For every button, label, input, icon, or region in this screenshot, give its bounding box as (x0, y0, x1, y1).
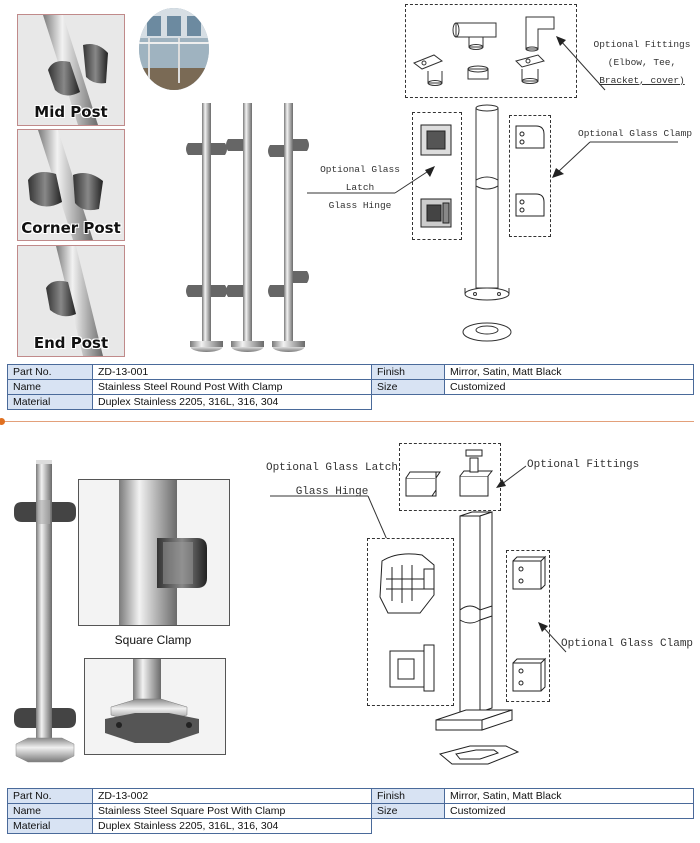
installed-railing-photo (139, 8, 209, 90)
material-value: Duplex Stainless 2205, 316L, 316, 304 (92, 394, 372, 410)
table-row: Material Duplex Stainless 2205, 316L, 31… (7, 818, 694, 834)
section-divider (0, 421, 694, 422)
glass-clamp-callout-arrow (552, 141, 678, 178)
latch-callout-text-2: Optional Glass Latch Glass Hinge (262, 456, 402, 504)
mid-post-label: Mid Post (34, 103, 108, 121)
square-base-closeup (84, 658, 226, 755)
material-label-2: Material (7, 818, 93, 834)
empty-cell-2 (371, 818, 694, 834)
finish-value-2: Mirror, Satin, Matt Black (444, 788, 694, 804)
fittings-callout-text-2: Optional Fittings (527, 459, 640, 471)
square-clamp-label: Square Clamp (114, 633, 192, 647)
latch-callout-line2: Glass Hinge (328, 200, 392, 211)
mid-post-thumbnail: Mid Post (17, 14, 125, 126)
fittings-box (405, 4, 577, 98)
name-value: Stainless Steel Round Post With Clamp (92, 379, 372, 395)
section-divider-dot (0, 418, 5, 425)
fittings-callout-line3: Bracket, cover) (599, 75, 685, 86)
finish-label-2: Finish (371, 788, 445, 804)
spec-table-round-post: Part No. ZD-13-001 Finish Mirror, Satin,… (7, 364, 694, 410)
empty-cell (371, 394, 694, 410)
finish-value: Mirror, Satin, Matt Black (444, 364, 694, 380)
size-label: Size (371, 379, 445, 395)
table-row: Part No. ZD-13-002 Finish Mirror, Satin,… (7, 788, 694, 804)
material-value-2: Duplex Stainless 2205, 316L, 316, 304 (92, 818, 372, 834)
fittings-box-2 (399, 443, 501, 511)
glass-clamp-box (509, 115, 551, 237)
table-row: Name Stainless Steel Round Post With Cla… (7, 379, 694, 395)
square-post-product-image (14, 460, 76, 763)
part-no-label: Part No. (7, 364, 93, 380)
size-value: Customized (444, 379, 694, 395)
table-row: Name Stainless Steel Square Post With Cl… (7, 803, 694, 819)
part-no-value-2: ZD-13-002 (92, 788, 372, 804)
latch-callout-text: Optional Glass Latch Glass Hinge (308, 161, 412, 215)
corner-post-label: Corner Post (21, 219, 121, 237)
name-label-2: Name (7, 803, 93, 819)
part-no-value: ZD-13-001 (92, 364, 372, 380)
latch-callout2-line1: Optional Glass Latch (265, 462, 399, 474)
latch-hinge-box-2 (367, 538, 454, 706)
fittings-callout-line2: (Elbow, Tee, (607, 57, 677, 68)
size-value-2: Customized (444, 803, 694, 819)
glass-clamp-callout-arrow-2 (538, 622, 567, 653)
square-clamp-closeup (78, 479, 230, 626)
table-row: Material Duplex Stainless 2205, 316L, 31… (7, 394, 694, 410)
finish-label: Finish (371, 364, 445, 380)
latch-callout2-line2: Glass Hinge (295, 486, 369, 498)
round-posts-product-image (186, 103, 309, 352)
glass-clamp-callout-text: Optional Glass Clamp (578, 128, 693, 139)
material-label: Material (7, 394, 93, 410)
size-label-2: Size (371, 803, 445, 819)
glass-clamp-callout-text-2: Optional Glass Clamp (561, 638, 694, 650)
table-row: Part No. ZD-13-001 Finish Mirror, Satin,… (7, 364, 694, 380)
corner-post-thumbnail: Corner Post (17, 129, 125, 241)
end-post-thumbnail: End Post (17, 245, 125, 357)
name-label: Name (7, 379, 93, 395)
latch-callout-arrow (307, 166, 435, 194)
round-post-drawing (462, 104, 512, 342)
name-value-2: Stainless Steel Square Post With Clamp (92, 803, 372, 819)
spec-table-square-post: Part No. ZD-13-002 Finish Mirror, Satin,… (7, 788, 694, 834)
end-post-label: End Post (33, 334, 109, 352)
fittings-callout-line1: Optional Fittings (593, 39, 691, 50)
fittings-callout-text: Optional Fittings (Elbow, Tee, Bracket, … (590, 36, 694, 90)
fittings-callout-arrow-2 (496, 465, 527, 488)
fittings-callout-arrow (556, 36, 606, 91)
latch-callout-line1: Optional Glass Latch (320, 164, 400, 193)
part-no-label-2: Part No. (7, 788, 93, 804)
square-post-drawing (435, 511, 520, 765)
